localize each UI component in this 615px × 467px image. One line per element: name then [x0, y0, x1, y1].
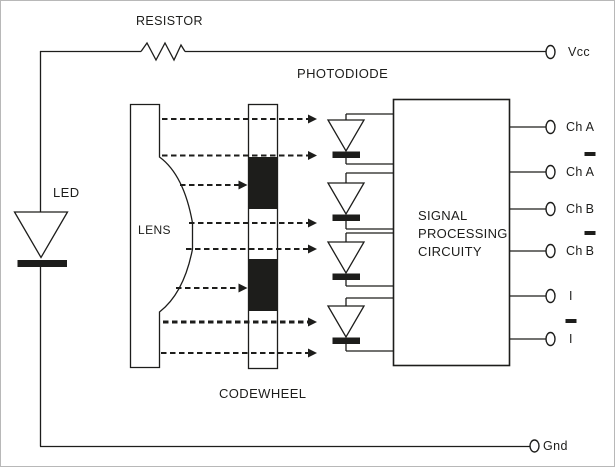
signal-processing-box	[392, 98, 511, 367]
resistor-label: RESISTOR	[136, 14, 203, 28]
i-bar-terminal-circle	[545, 331, 556, 347]
light-ray-arrow	[162, 151, 317, 160]
light-ray-arrow	[161, 348, 317, 358]
photodiode-symbol-3	[326, 232, 393, 287]
light-ray-arrow	[189, 218, 317, 228]
negation-bar	[584, 152, 596, 156]
signal-processing-text: SIGNAL PROCESSING CIRCUITY	[418, 207, 508, 261]
photodiode-symbol-4	[326, 297, 393, 352]
terminal-circles	[529, 44, 556, 453]
codewheel-shape	[247, 103, 279, 370]
led-label: LED	[53, 185, 80, 200]
light-ray-arrow	[162, 114, 317, 124]
resistor-symbol	[140, 41, 186, 62]
box-text-line1: SIGNAL	[418, 208, 468, 223]
photodiode-symbol-1	[326, 113, 393, 165]
codewheel-dark-segment	[248, 259, 278, 311]
codewheel-label: CODEWHEEL	[219, 386, 307, 401]
vcc-terminal-circle	[545, 44, 556, 60]
vcc-wire	[39, 50, 546, 212]
box-text-line3: CIRCUITY	[418, 244, 482, 259]
light-ray-arrow	[163, 317, 317, 327]
box-text-line2: PROCESSING	[418, 226, 508, 241]
vcc-label: Vcc	[568, 45, 591, 59]
light-ray-arrows	[161, 114, 317, 358]
led-symbol	[13, 211, 69, 267]
lens-shape	[129, 103, 194, 369]
output-label-i-bar: I	[565, 319, 577, 346]
output-leads	[509, 126, 546, 340]
photodiode-symbol-2	[326, 172, 393, 230]
light-ray-arrow-blocked	[180, 180, 248, 190]
output-label-i: I	[569, 289, 573, 303]
lens-label: LENS	[138, 223, 171, 237]
chb-bar-terminal-circle	[545, 243, 556, 259]
gnd-terminal-circle	[529, 439, 540, 453]
codewheel-dark-segment	[248, 157, 278, 209]
gnd-wire	[39, 267, 530, 448]
chb-terminal-circle	[545, 201, 556, 217]
gnd-label: Gnd	[543, 439, 568, 453]
light-ray-arrow	[186, 244, 317, 254]
photodiode-label: PHOTODIODE	[297, 66, 389, 81]
cha-bar-terminal-circle	[545, 164, 556, 180]
cha-terminal-circle	[545, 119, 556, 135]
negation-bar	[584, 231, 596, 235]
negation-bar	[565, 319, 577, 323]
light-ray-arrow-blocked	[176, 283, 248, 293]
i-terminal-circle	[545, 288, 556, 304]
